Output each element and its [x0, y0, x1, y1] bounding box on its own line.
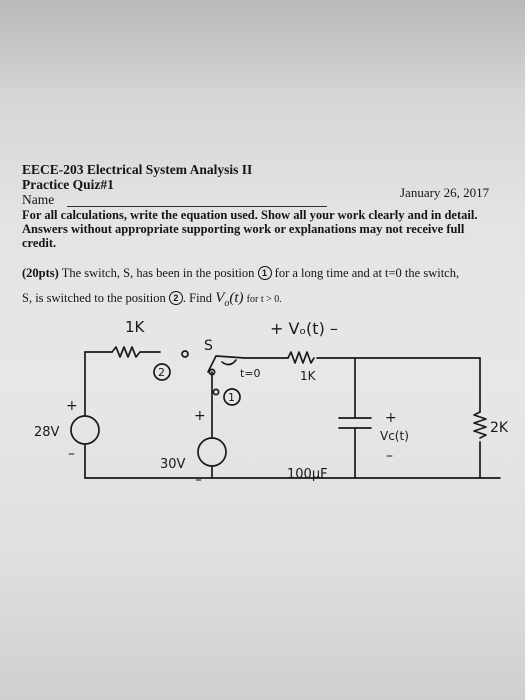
question-text-d: . Find [182, 291, 213, 305]
vc-minus: – [386, 448, 393, 464]
pos1-circle [223, 388, 241, 406]
question-text-c: S, is switched to the position [22, 291, 166, 305]
resistor-1k-mid [287, 351, 315, 364]
switch-label: S [204, 338, 213, 354]
name-line [67, 206, 327, 207]
switch-pivot [208, 368, 216, 376]
pos1-mark: 1 [228, 391, 235, 404]
circuit-diagram: 1K + Vₒ(t) – S t=0 1K 28V + – 30V + – 10… [34, 318, 509, 488]
voltage-source-28v [70, 415, 100, 445]
resistor-1k-left [111, 346, 161, 358]
condition: for t > 0. [246, 294, 282, 305]
quiz-date: January 26, 2017 [400, 185, 490, 200]
source-30v-minus: – [195, 472, 202, 488]
r1-label: 1K [125, 318, 146, 336]
question-line-1: (20pts) The switch, S, has been in the p… [22, 266, 459, 281]
source-28v-minus: – [68, 446, 75, 462]
question-text-b: for a long time and at t=0 the switch, [274, 266, 460, 280]
switch-blade [207, 355, 246, 373]
switch-time-label: t=0 [240, 367, 261, 380]
switch-contact-2 [181, 350, 189, 358]
voltage-source-30v [197, 437, 227, 467]
switch-contact-1 [212, 388, 220, 396]
instructions: For all calculations, write the equation… [22, 208, 478, 250]
vc-label: Vc(t) [380, 429, 409, 443]
quiz-subtitle: Practice Quiz#1 [22, 177, 114, 192]
vc-plus: + [385, 410, 397, 426]
question-line-2: S, is switched to the position 2. Find V… [22, 290, 282, 309]
question-text-a: The switch, S, has been in the position [61, 266, 255, 280]
position-1-marker: 1 [257, 266, 272, 280]
name-label: Name [22, 192, 55, 207]
capacitor-label: 100μF [287, 467, 328, 482]
switch-arrow [221, 359, 237, 366]
vo-label: + Vₒ(t) – [270, 319, 338, 338]
resistor-2k [473, 411, 487, 439]
position-2-marker: 2 [168, 291, 183, 305]
r2-label: 1K [300, 369, 317, 383]
vo-symbol: Vo(t) [215, 290, 244, 309]
source-28v-label: 28V [34, 425, 60, 440]
r3-label: 2K [490, 420, 509, 436]
pos2-mark: 2 [158, 366, 165, 379]
source-30v-label: 30V [160, 457, 186, 472]
pos2-circle [153, 363, 171, 381]
quiz-title: EECE-203 Electrical System Analysis II [22, 162, 253, 177]
source-30v-plus: + [194, 408, 206, 424]
source-28v-plus: + [66, 398, 78, 414]
question-points: (20pts) [22, 266, 59, 280]
